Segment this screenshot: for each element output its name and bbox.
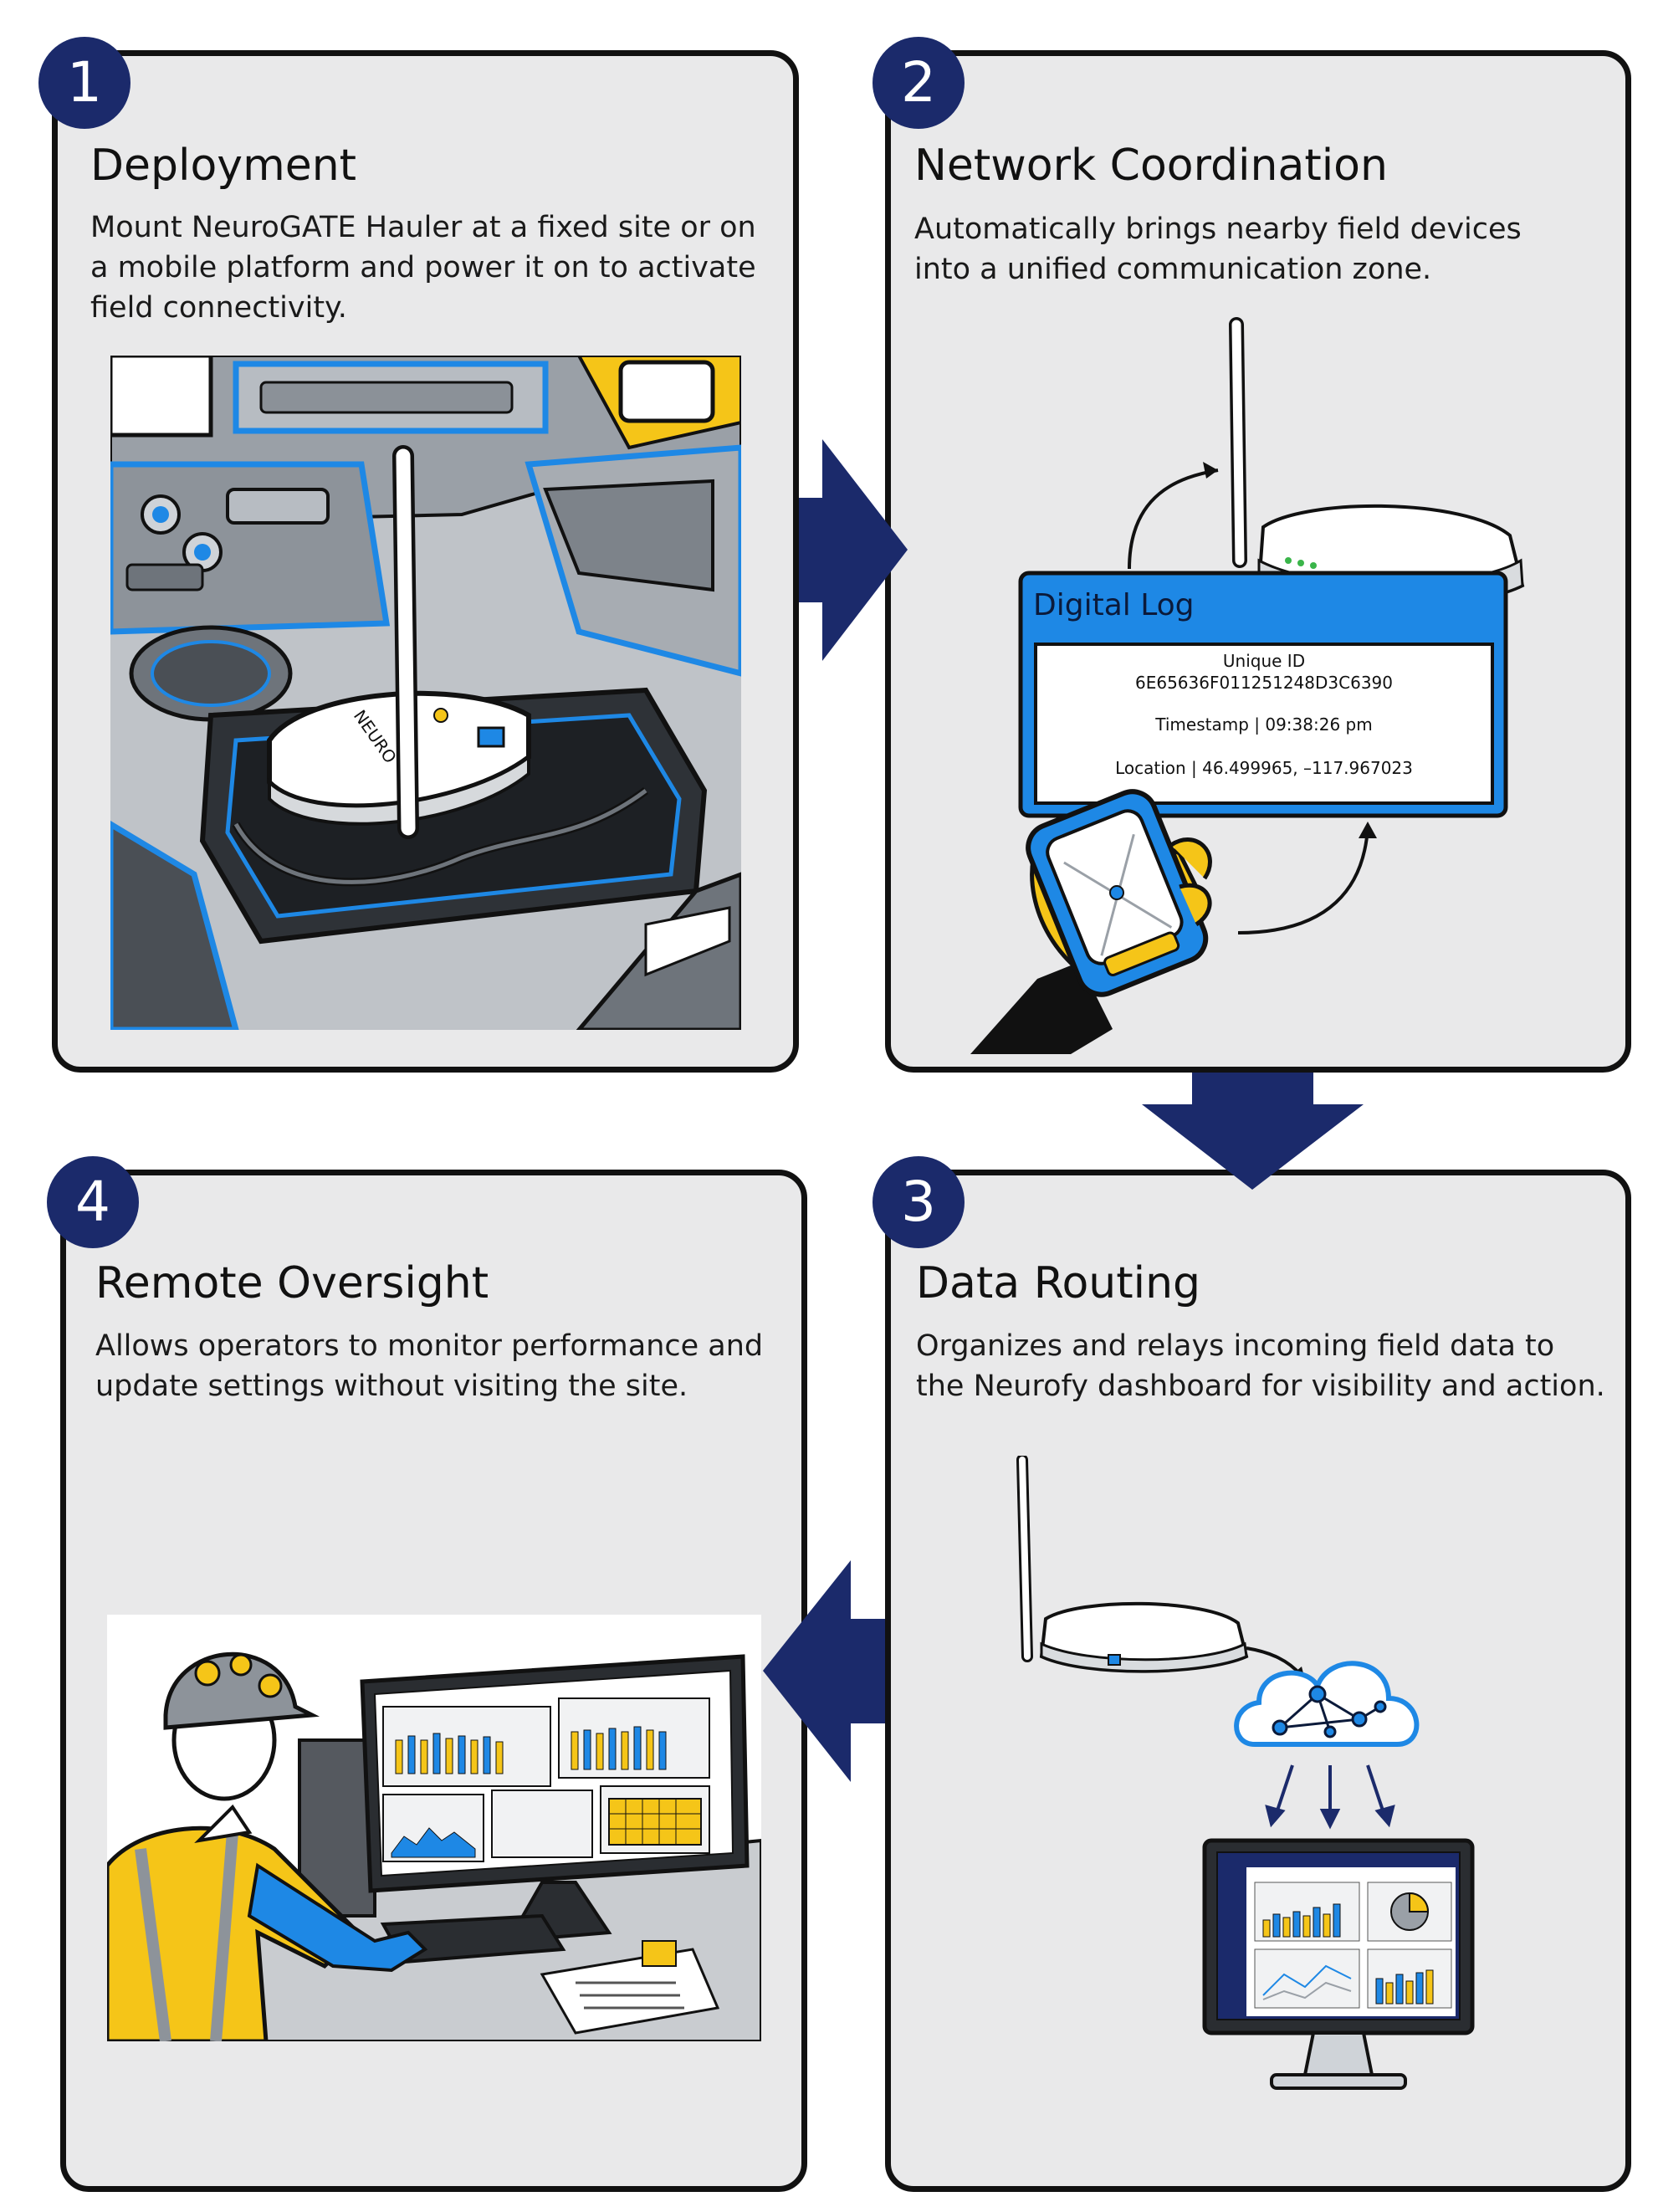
- step-2-badge: 2: [872, 37, 965, 129]
- digital-log-title: Digital Log: [1033, 588, 1195, 622]
- arrow-step-1-to-2: [799, 439, 908, 661]
- unique-id-value: 6E65636F011251248D3C6390: [1135, 673, 1393, 693]
- step-4-description: Allows operators to monitor performance …: [95, 1329, 764, 1403]
- remote-oversight-illustration: [107, 1615, 761, 2041]
- step-1-description: Mount NeuroGATE Hauler at a fixed site o…: [90, 211, 756, 325]
- vehicle-install-illustration: NEURO: [110, 356, 741, 1030]
- log-location: Location | 46.499965, –117.967023: [1115, 758, 1413, 778]
- step-4-badge: 4: [47, 1156, 139, 1248]
- step-2-description: Automatically brings nearby field device…: [914, 212, 1522, 286]
- data-routing-illustration: [1016, 1456, 1475, 2090]
- step-1-badge: 1: [38, 37, 130, 129]
- arrow-step-3-to-4: [763, 1560, 885, 1782]
- monitor-bar-charts: [395, 1726, 667, 1774]
- log-timestamp: Timestamp | 09:38:26 pm: [1154, 714, 1372, 735]
- arrow-step-2-to-3: [1142, 1073, 1364, 1190]
- step-2-title: Network Coordination: [914, 141, 1388, 191]
- network-coordination-illustration: Digital Log Unique ID 6E65636F011251248D…: [970, 317, 1525, 1054]
- unique-id-label: Unique ID: [1223, 651, 1305, 671]
- step-1-title: Deployment: [90, 141, 357, 191]
- step-3-title: Data Routing: [916, 1258, 1201, 1308]
- step-3-badge: 3: [872, 1156, 965, 1248]
- step-3-description: Organizes and relays incoming field data…: [916, 1329, 1605, 1403]
- step-4-title: Remote Oversight: [95, 1258, 489, 1308]
